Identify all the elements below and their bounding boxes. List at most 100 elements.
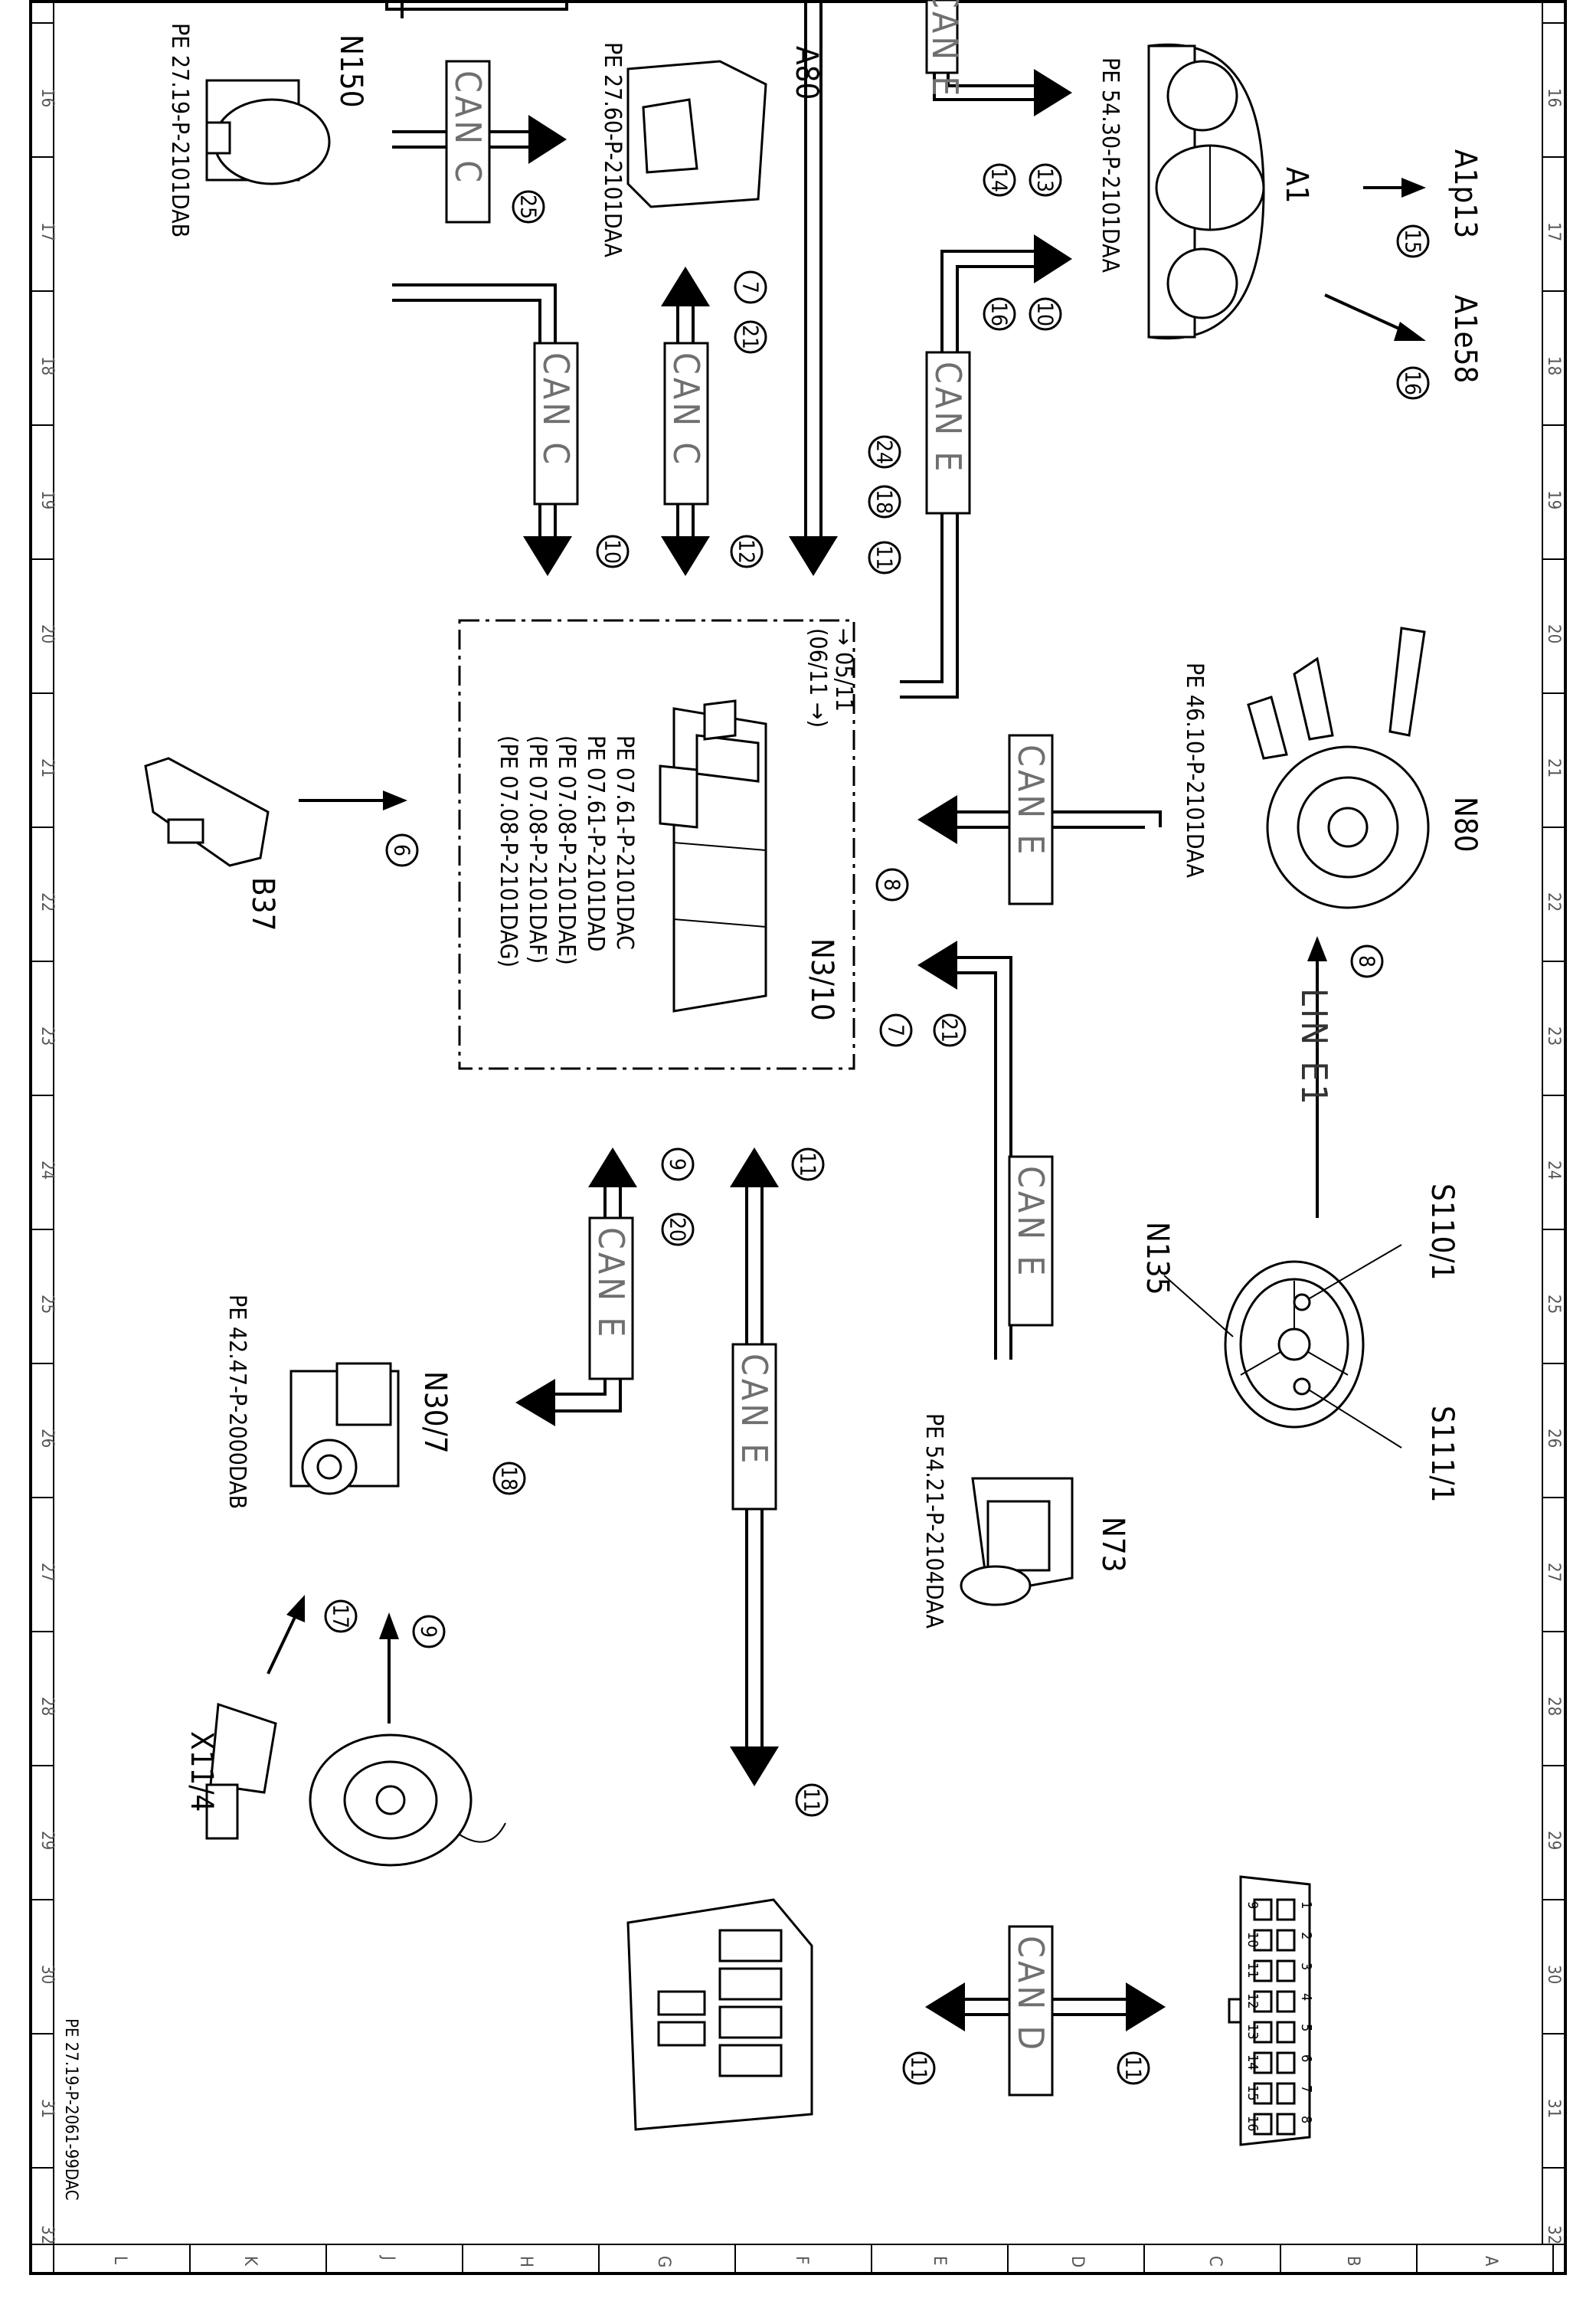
signal-9b: 9 [412, 1615, 446, 1648]
grid-row-23: 23 [38, 1026, 57, 1046]
grid-col-E: E [930, 2256, 949, 2266]
x11-pin-top [1276, 1959, 1296, 1982]
svg-text:18: 18 [497, 1466, 522, 1491]
x11-pin-top-label: 1 [1298, 1901, 1314, 1909]
grid-row-32-r: 32 [1544, 2225, 1563, 2244]
l6-component [309, 1733, 506, 1867]
a1e58-label: A1e58 [1447, 295, 1483, 383]
grid-row-28: 28 [38, 1697, 57, 1716]
x11-pin-bottom [1253, 2113, 1273, 2136]
grid-col-A: A [1481, 2256, 1500, 2267]
grid-row-25: 25 [38, 1295, 57, 1314]
x11-pin-bottom-label: 10 [1244, 1932, 1261, 1948]
signal-25: 25 [512, 190, 545, 224]
n30-7-label: N30/7 [417, 1371, 453, 1454]
signal-8: 8 [875, 868, 909, 902]
n3-10-date-2: (06/11 →) [804, 628, 831, 728]
svg-text:9: 9 [417, 1625, 442, 1638]
signal-7: 7 [734, 270, 767, 304]
bus-can-e-n30: CAN E [588, 1216, 634, 1380]
x11-pin-top [1276, 1929, 1296, 1952]
grid-row-22-r: 22 [1544, 892, 1563, 912]
grid-col-H: H [516, 2256, 535, 2267]
arrow-a80-up [661, 267, 710, 306]
svg-text:11: 11 [1121, 2056, 1146, 2080]
n150-label: N150 [333, 34, 368, 108]
svg-text:11: 11 [872, 545, 898, 570]
svg-text:17: 17 [329, 1604, 354, 1629]
svg-text:CAN E: CAN E [1010, 745, 1051, 857]
grid-row-26-r: 26 [1544, 1429, 1563, 1448]
signal-9: 9 [661, 1147, 695, 1181]
arrow-n30-to-n3-10 [588, 1147, 637, 1187]
grid-row-numbers-right: 16 17 18 19 20 21 22 23 24 25 26 27 28 2… [1544, 88, 1563, 2244]
grid-col-F: F [792, 2256, 811, 2264]
a80-label: A80 [789, 46, 824, 100]
grid-row-26: 26 [38, 1429, 57, 1448]
n30-7-component: N30/7 PE 42.47-P-2000DAB [224, 1295, 453, 1509]
x11-pin-top [1276, 1990, 1296, 2013]
grid-col-J: J [378, 2254, 397, 2260]
arrow-n73-to-n3-10 [917, 941, 957, 990]
svg-text:9: 9 [666, 1158, 691, 1170]
svg-text:8: 8 [880, 879, 905, 891]
signal-8b: 8 [1350, 944, 1384, 978]
arrow-to-a1-top [1034, 69, 1072, 116]
signal-13: 13 [1029, 163, 1062, 197]
grid-col-G: G [654, 2256, 673, 2267]
grid-row-31: 31 [38, 2099, 57, 2118]
grid-row-24-r: 24 [1544, 1160, 1563, 1180]
svg-text:7: 7 [884, 1024, 909, 1036]
n3-10-label: N3/10 [804, 938, 839, 1021]
x11-pin-top [1276, 2021, 1296, 2044]
signal-18: 18 [868, 485, 901, 519]
grid-row-30: 30 [38, 1965, 57, 1984]
arrow-to-a1-mid [1034, 234, 1072, 283]
svg-text:24: 24 [872, 440, 898, 464]
signal-16: 16 [983, 297, 1016, 331]
bus-can-e-a1: CAN E [925, 351, 971, 515]
svg-text:11: 11 [796, 1152, 821, 1177]
n30-7-ref: PE 42.47-P-2000DAB [224, 1295, 250, 1509]
signal-16b: 16 [1396, 366, 1430, 400]
signal-10: 10 [1029, 297, 1062, 331]
x11-pin-bottom-label: 16 [1244, 2116, 1261, 2132]
arrowheads [267, 69, 1426, 2031]
arrow-to-n30-7 [515, 1379, 555, 1426]
a1-instrument-cluster: A1 PE 54.30-P-2101DAA A1p13 A1e58 [1097, 43, 1483, 383]
grid-row-21-r: 21 [1544, 758, 1563, 777]
b37-label: B37 [245, 877, 280, 931]
grid-row-29-r: 29 [1544, 1831, 1563, 1850]
grid-row-17-r: 17 [1544, 222, 1563, 241]
n3-10-module: N3/10 → 05/11 (06/11 →) PE 07.61-P-2101D… [458, 619, 857, 1070]
b37-component: B37 [144, 757, 280, 931]
x11-pin-top [1276, 2082, 1296, 2105]
x11-pin-top-label: 3 [1298, 1962, 1314, 1970]
grid-row-24: 24 [38, 1160, 57, 1180]
bus-can-e-n10: CAN E [731, 1343, 777, 1511]
n73-label: N73 [1095, 1517, 1130, 1573]
grid-col-K: K [240, 2256, 260, 2267]
grid-row-22: 22 [38, 892, 57, 912]
svg-text:6: 6 [390, 844, 415, 856]
x11-pin-bottom [1253, 2021, 1273, 2044]
bus-can-c-a: CAN C [445, 60, 491, 224]
svg-text:CAN C: CAN C [666, 352, 707, 467]
grid-col-D: D [1068, 2256, 1087, 2267]
bus-can-e-n80: CAN E [1008, 734, 1054, 905]
bus-can-d: CAN D [1008, 1925, 1054, 2097]
svg-text:14: 14 [987, 168, 1012, 192]
svg-text:21: 21 [937, 1018, 963, 1043]
svg-text:10: 10 [600, 539, 626, 564]
grid-col-C: C [1205, 2256, 1225, 2267]
grid-row-32: 32 [38, 2225, 57, 2244]
grid-col-letters: A B C D E F G H J K L [110, 2254, 1500, 2267]
bus-can-c-b: CAN C [533, 342, 579, 506]
svg-text:CAN E: CAN E [927, 362, 969, 474]
bus-labels: CAN E CAN C CAN C CAN C CAN E CAN E LIN … [445, 0, 1335, 2097]
svg-text:CAN E: CAN E [590, 1227, 632, 1340]
n3-10-ref-1: PE 07.61-P-2101DAC [611, 735, 638, 950]
x11-pin-top-label: 4 [1298, 1993, 1314, 2001]
x11-pin-top [1276, 1898, 1296, 1921]
grid-row-18: 18 [38, 356, 57, 375]
